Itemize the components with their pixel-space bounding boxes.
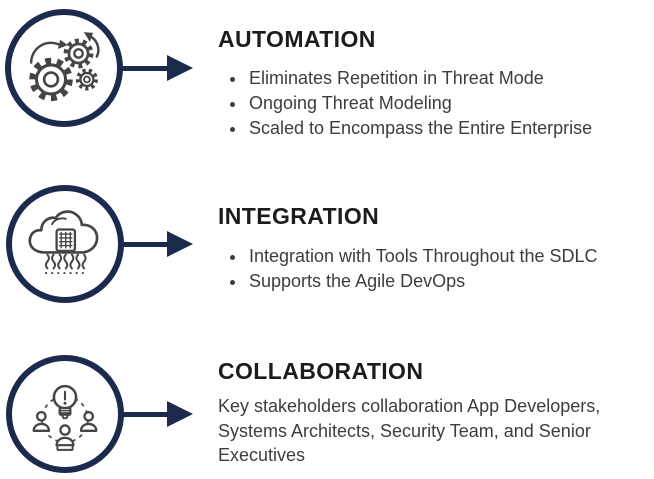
bullet-item: Ongoing Threat Modeling <box>247 91 592 116</box>
arrow-shaft <box>121 411 169 417</box>
collaboration-icon-circle <box>6 355 124 473</box>
bullet-item: Eliminates Repetition in Threat Mode <box>247 66 592 91</box>
flow-arrow-automation <box>121 55 193 81</box>
arrow-head-icon <box>167 231 193 257</box>
automation-icon-circle <box>5 9 123 127</box>
collaboration-paragraph: Key stakeholders collaboration App Devel… <box>218 396 601 465</box>
section-title-integration: INTEGRATION <box>218 203 380 229</box>
flow-arrow-integration <box>121 231 193 257</box>
arrow-head-icon <box>167 55 193 81</box>
section-title-automation: AUTOMATION <box>218 26 376 52</box>
section-title-collaboration: COLLABORATION <box>218 358 424 384</box>
bullet-list-automation: Eliminates Repetition in Threat Mode Ong… <box>218 66 592 141</box>
arrow-shaft <box>121 241 169 247</box>
arrow-shaft <box>121 65 169 71</box>
team-idea-icon <box>23 372 107 456</box>
flow-arrow-collaboration <box>121 401 193 427</box>
bullet-item: Integration with Tools Throughout the SD… <box>247 244 598 269</box>
integration-icon-circle <box>6 185 124 303</box>
bullet-list-integration: Integration with Tools Throughout the SD… <box>218 244 598 294</box>
bullet-item: Supports the Agile DevOps <box>247 269 598 294</box>
gears-icon <box>22 26 106 110</box>
cloud-chip-icon <box>23 202 107 286</box>
bullet-item: Scaled to Encompass the Entire Enterpris… <box>247 116 592 141</box>
arrow-head-icon <box>167 401 193 427</box>
